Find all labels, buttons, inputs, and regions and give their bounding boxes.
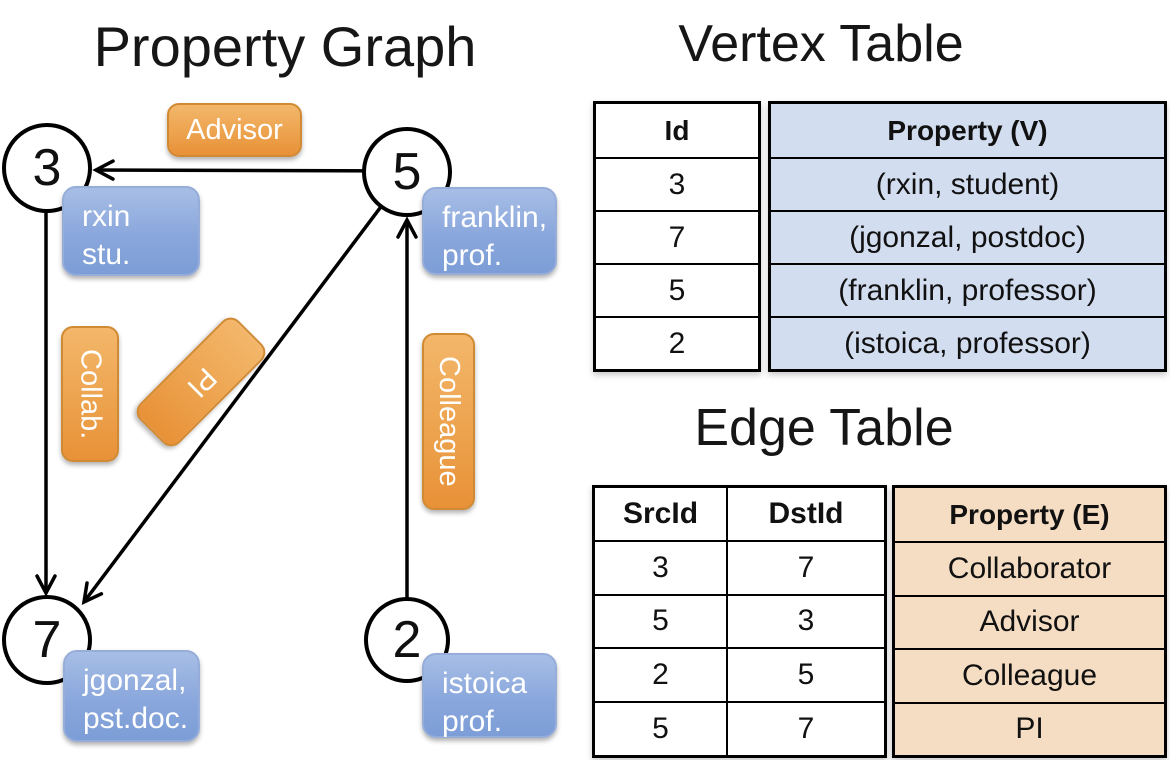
table-cell: (franklin, professor) [771,263,1164,316]
edge-table-property-column: Property (E) Collaborator Advisor Collea… [892,485,1167,758]
table-cell: 7 [797,712,815,746]
table-cell: (istoica, professor) [771,316,1164,369]
edge-table-title: Edge Table [694,399,954,457]
edge-label-advisor: Advisor [167,103,302,157]
edge-label-text: PI [180,361,223,404]
graph-title: Property Graph [93,15,477,78]
table-cell: Advisor [895,594,1164,648]
table-header-row: SrcId DstId [595,488,884,540]
vertex-table-id-column: Id 3 7 5 2 [593,101,761,372]
table-cell: 3 [596,157,758,210]
table-cell: 7 [596,210,758,263]
vertex-property-label-3: rxin stu. [62,186,200,276]
edge-label-text: Collab. [74,348,107,440]
table-cell: 2 [596,316,758,369]
edge-table-id-columns: SrcId DstId 3 7 5 3 2 5 5 7 [592,485,887,758]
node-id-label: 7 [32,611,62,669]
edge-label-colleague: Colleague [422,333,475,510]
table-cell: (rxin, student) [771,157,1164,210]
graph-node-5: 5 [362,127,452,217]
vertex-property-label-2: istoica prof. [422,653,557,738]
table-cell: Collaborator [895,541,1164,595]
table-header-cell: Id [664,114,690,146]
table-cell: 3 [797,604,815,638]
node-id-label: 5 [392,143,422,201]
table-header-cell: Property (V) [771,104,1164,157]
table-header-cell: DstId [768,496,844,530]
table-row: 5 3 [595,593,884,648]
table-cell: 5 [595,595,728,648]
edge-label-collab: Collab. [61,326,119,462]
table-cell: 3 [595,541,728,594]
node-id-label: 2 [392,611,422,669]
table-header-cell: Property (E) [895,488,1164,541]
graph-edges-layer [35,159,418,640]
node-id-label: 3 [32,139,62,197]
edge-label-text: Colleague [433,356,465,487]
graph-node-2: 2 [364,597,450,683]
table-cell: PI [895,701,1164,755]
vertex-table-title: Vertex Table [678,15,964,73]
table-cell: 5 [797,658,815,692]
table-cell: Colleague [895,648,1164,702]
vertex-property-label-7: jgonzal, pst.doc. [63,650,200,742]
vertex-table-property-column: Property (V) (rxin, student) (jgonzal, p… [768,101,1167,372]
table-cell: (jgonzal, postdoc) [771,210,1164,263]
table-cell: 5 [595,703,728,755]
edge-label-text: Advisor [186,113,283,146]
vertex-property-label-5: franklin, prof. [422,187,557,275]
table-row: 3 7 [595,539,884,594]
table-header-cell: SrcId [595,488,728,540]
table-row: 2 5 [595,647,884,702]
table-cell: 7 [797,550,815,584]
table-row: 5 7 [595,701,884,755]
table-cell: 5 [596,263,758,316]
edge-advisor-5-to-3 [92,159,408,181]
edge-pi-5-to-7 [81,170,409,605]
table-cell: 2 [595,649,728,702]
